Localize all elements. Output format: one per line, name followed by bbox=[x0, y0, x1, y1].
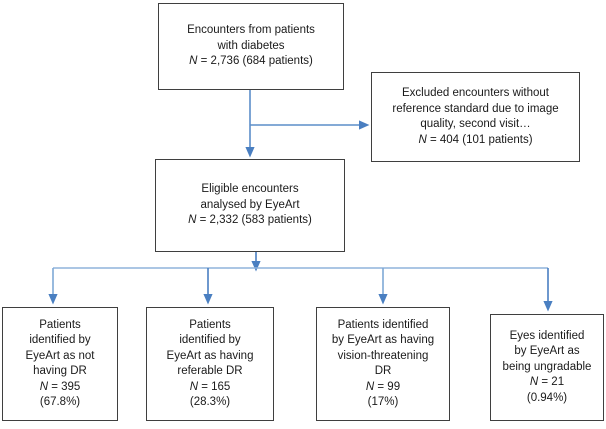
outcome-ungradable-line-3: being ungradable bbox=[502, 360, 592, 373]
outcome-no-dr-line-1: Patients bbox=[39, 318, 81, 331]
excluded-encounters-line-4: N = 404 (101 patients) bbox=[418, 133, 533, 146]
outcome-ungradable-box: Eyes identified by EyeArt as being ungra… bbox=[490, 314, 604, 421]
outcome-no-dr-line-4: having DR bbox=[33, 365, 87, 377]
outcome-ungradable-line-5: (0.94%) bbox=[526, 391, 568, 404]
source-encounters-line-1: Encounters from patients bbox=[187, 24, 315, 37]
outcome-referable-dr-line-4: referable DR bbox=[177, 365, 243, 377]
excluded-encounters-box: Excluded encounters without reference st… bbox=[371, 72, 580, 162]
outcome-no-dr-box: Patients identified by EyeArt as not hav… bbox=[2, 307, 118, 421]
outcome-referable-dr-line-3: EyeArt as having bbox=[166, 349, 254, 362]
outcome-referable-dr-line-6: (28.3%) bbox=[189, 396, 231, 408]
source-encounters-line-2: with diabetes bbox=[217, 39, 285, 52]
outcome-no-dr-line-3: EyeArt as not bbox=[25, 349, 95, 362]
outcome-referable-dr-box: Patients identified by EyeArt as having … bbox=[146, 307, 274, 421]
excluded-encounters-line-2: reference standard due to image bbox=[392, 102, 559, 115]
outcome-ungradable-line-2: by EyeArt as bbox=[514, 345, 580, 358]
eligible-encounters-line-2: analysed by EyeArt bbox=[200, 198, 300, 211]
source-encounters-box: Encounters from patients with diabetes N… bbox=[158, 3, 344, 90]
outcome-vision-threatening-dr-line-6: (17%) bbox=[367, 396, 399, 408]
outcome-referable-dr-line-2: identified by bbox=[179, 334, 241, 346]
outcome-no-dr-line-5: N = 395 bbox=[39, 380, 81, 393]
source-encounters-line-3: N = 2,736 (684 patients) bbox=[189, 55, 313, 68]
outcome-no-dr-line-2: identified by bbox=[29, 334, 91, 346]
outcome-vision-threatening-dr-box: Patients identified by EyeArt as having … bbox=[316, 307, 450, 421]
excluded-encounters-line-1: Excluded encounters without bbox=[401, 87, 550, 99]
outcome-referable-dr-line-1: Patients bbox=[189, 318, 231, 331]
eligible-encounters-box: Eligible encounters analysed by EyeArt N… bbox=[155, 159, 345, 252]
outcome-vision-threatening-dr-line-3: vision-threatening bbox=[337, 349, 429, 362]
excluded-encounters-line-3: quality, second visit… bbox=[420, 118, 531, 130]
eligible-encounters-line-3: N = 2,332 (583 patients) bbox=[188, 214, 312, 227]
outcome-vision-threatening-dr-line-2: by EyeArt as having bbox=[331, 334, 435, 346]
outcome-ungradable-line-1: Eyes identified bbox=[509, 329, 585, 342]
outcome-vision-threatening-dr-line-4: DR bbox=[374, 365, 392, 377]
eligible-encounters-line-1: Eligible encounters bbox=[201, 183, 299, 196]
outcome-ungradable-line-4: N = 21 bbox=[529, 376, 565, 389]
outcome-vision-threatening-dr-line-1: Patients identified bbox=[337, 318, 429, 331]
outcome-vision-threatening-dr-line-5: N = 99 bbox=[365, 380, 401, 393]
outcome-no-dr-line-6: (67.8%) bbox=[39, 396, 81, 408]
outcome-referable-dr-line-5: N = 165 bbox=[189, 380, 231, 393]
